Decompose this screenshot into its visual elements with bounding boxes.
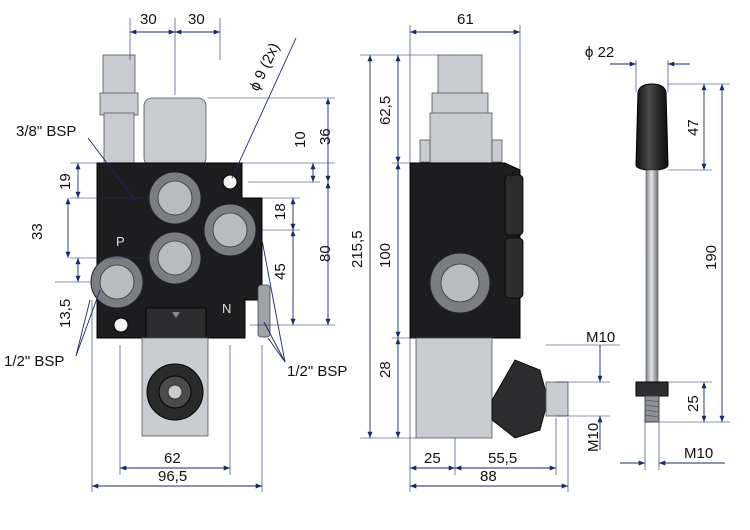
port-center-inner <box>157 240 193 276</box>
dim-215-5: 215,5 <box>349 230 366 268</box>
lever-dimensions: ϕ 22 47 190 25 M10 <box>585 44 730 470</box>
dim-80: 80 <box>317 245 334 262</box>
dim-55-5: 55,5 <box>488 450 517 467</box>
label-bsp-left: 1/2" BSP <box>4 353 64 370</box>
side-port-inner <box>440 263 480 303</box>
dim-100: 100 <box>377 243 394 268</box>
top-fitting-nut <box>99 92 139 116</box>
spool-end <box>167 384 183 400</box>
relief-valve-body <box>103 112 135 164</box>
side-dimensions: 61 62,5 215,5 100 28 25 55,5 88 M10 M10 <box>349 11 620 492</box>
lever-nut <box>635 381 669 397</box>
port-top-inner <box>157 180 193 216</box>
dim-25-lever: 25 <box>685 395 702 412</box>
side-relief-body <box>429 112 493 166</box>
label-bsp-right: 1/2" BSP <box>287 363 347 380</box>
side-plug <box>257 284 271 338</box>
front-dimensions: 30 30 ϕ 9 (2x) 3/8" BSP 19 33 13,5 10 36… <box>4 11 347 492</box>
dim-45: 45 <box>272 263 289 280</box>
label-bsp-top: 3/8" BSP <box>16 123 76 140</box>
dim-lever-dia: ϕ 22 <box>585 44 614 61</box>
dim-10: 10 <box>292 131 309 148</box>
dim-62-5: 62,5 <box>377 96 394 125</box>
side-lever-socket <box>545 381 569 417</box>
mount-hole-top <box>222 174 238 190</box>
dim-28: 28 <box>377 361 394 378</box>
side-fitting-nut <box>431 92 489 116</box>
thread-m10-side: M10 <box>585 423 602 452</box>
dim-top-right: 30 <box>188 11 205 28</box>
dim-hole-dia: ϕ 9 (2x) <box>246 40 283 93</box>
dim-18: 18 <box>272 203 289 220</box>
dim-33: 33 <box>29 223 46 240</box>
arrow-mark-icon <box>172 312 180 318</box>
side-relief-cap-right <box>491 139 503 163</box>
dim-25-side: 25 <box>424 450 441 467</box>
dim-190: 190 <box>703 245 720 270</box>
relief-valve-cap <box>143 97 207 167</box>
port-right-inner <box>212 212 248 248</box>
lever-view <box>635 83 669 423</box>
side-port-bottom <box>504 237 524 299</box>
mount-hole-bottom <box>113 317 129 333</box>
lever-rod <box>645 169 659 383</box>
dim-88: 88 <box>480 468 497 485</box>
top-hex-fitting <box>102 54 136 96</box>
side-port-top <box>504 174 524 236</box>
dim-19: 19 <box>57 173 74 190</box>
dim-top-left: 30 <box>140 11 157 28</box>
thread-m10-top: M10 <box>586 329 615 346</box>
lever-thread <box>644 395 660 423</box>
lever-knob <box>635 83 669 171</box>
dim-62: 62 <box>164 450 181 467</box>
side-view <box>409 54 569 439</box>
thread-m10-lever: M10 <box>684 445 713 462</box>
dim-36: 36 <box>317 128 334 145</box>
dim-13-5: 13,5 <box>57 299 74 328</box>
side-lever-boot <box>491 359 549 439</box>
port-n-mark: N <box>222 301 231 316</box>
side-top-fitting <box>437 54 483 96</box>
port-left-inner <box>99 264 135 300</box>
dim-96-5: 96,5 <box>158 468 187 485</box>
dim-47: 47 <box>685 119 702 136</box>
side-relief-cap <box>419 139 431 163</box>
dim-61: 61 <box>457 11 474 28</box>
side-spool-housing <box>415 337 493 439</box>
port-p-mark: P <box>116 234 125 249</box>
front-view: P N <box>90 54 271 437</box>
